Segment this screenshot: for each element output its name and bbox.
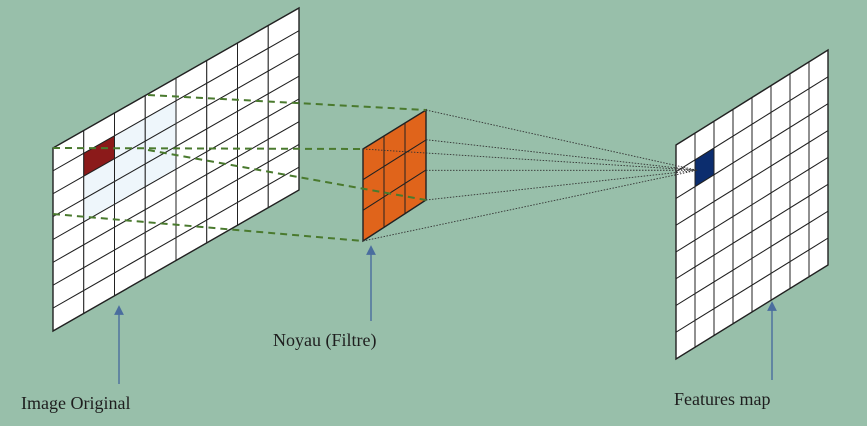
features-map-label: Features map (674, 389, 771, 409)
image-original-label: Image Original (21, 393, 131, 413)
feature-map-grid (675, 48, 829, 361)
projection-dash-line (52, 147, 364, 150)
kernel-ray-line (425, 139, 698, 171)
kernel-ray-line (425, 169, 698, 201)
original-border (52, 6, 300, 333)
label-arrows (114, 245, 777, 384)
projection-dash-line (52, 213, 364, 242)
kernel-label: Noyau (Filtre) (273, 330, 377, 350)
kernel-grid (362, 108, 427, 243)
kernel-ray-line (362, 148, 698, 171)
receptive-field-projection-lines (52, 94, 427, 242)
feature-border (675, 48, 829, 361)
kernel-ray-line (425, 109, 698, 171)
original-image-grid (52, 6, 300, 333)
projection-dash-line (147, 94, 427, 111)
kernel-to-feature-lines (362, 109, 698, 242)
